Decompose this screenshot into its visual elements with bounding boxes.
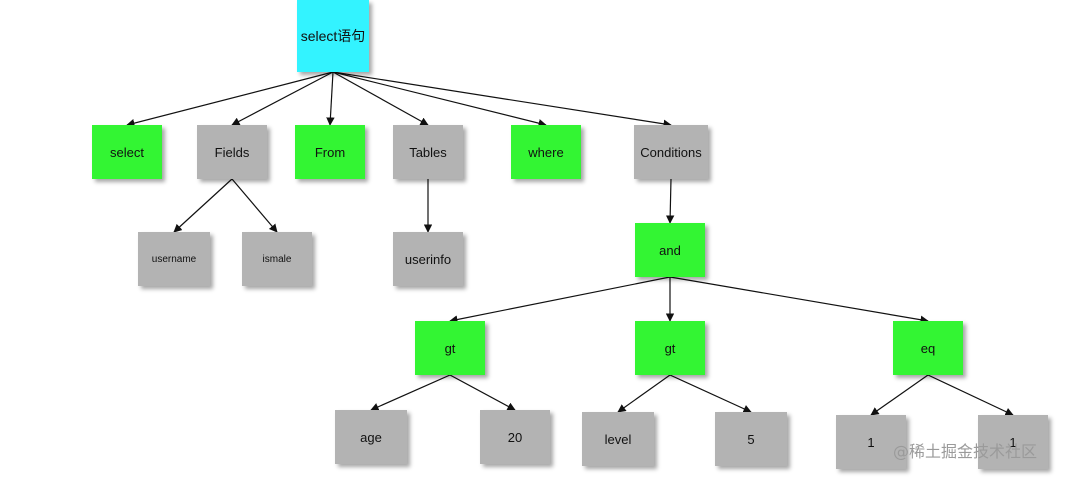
- node-and: and: [635, 223, 705, 277]
- edge-gt1-age: [370, 374, 451, 411]
- node-level: level: [582, 412, 654, 466]
- edge-root-where: [332, 71, 547, 128]
- edge-root-tables: [332, 71, 429, 126]
- node-gt-age: gt: [415, 321, 485, 375]
- node-userinfo: userinfo: [393, 232, 463, 286]
- node-where: where: [511, 125, 581, 179]
- node-one-right: 1: [978, 415, 1048, 469]
- node-conditions: Conditions: [634, 125, 708, 179]
- edge-root-fields: [231, 71, 334, 126]
- edge-conditions-and: [665, 178, 675, 224]
- node-5: 5: [715, 412, 787, 466]
- edge-gt2-n5: [669, 374, 752, 413]
- node-from: From: [295, 125, 365, 179]
- node-ismale: ismale: [242, 232, 312, 286]
- node-one-left: 1: [836, 415, 906, 469]
- node-20: 20: [480, 410, 550, 464]
- edge-fields-ismale: [231, 178, 278, 233]
- node-fields: Fields: [197, 125, 267, 179]
- edge-gt2-level: [617, 374, 671, 413]
- edge-root-from: [326, 71, 335, 126]
- node-username: username: [138, 232, 210, 286]
- node-eq: eq: [893, 321, 963, 375]
- watermark: @稀土掘金技术社区: [893, 442, 1038, 461]
- node-age: age: [335, 410, 407, 464]
- edge-root-select: [126, 71, 334, 128]
- edge-fields-username: [173, 178, 233, 233]
- node-select: select: [92, 125, 162, 179]
- node-tables: Tables: [393, 125, 463, 179]
- edge-and-gt1: [449, 276, 671, 324]
- edge-root-conditions: [332, 71, 672, 128]
- node-root: select语句: [297, 0, 369, 72]
- node-gt-level: gt: [635, 321, 705, 375]
- edge-gt1-n20: [449, 374, 516, 411]
- edge-eq-one_a: [870, 374, 929, 416]
- edge-and-eq: [669, 276, 929, 324]
- edge-eq-one_b: [927, 374, 1014, 416]
